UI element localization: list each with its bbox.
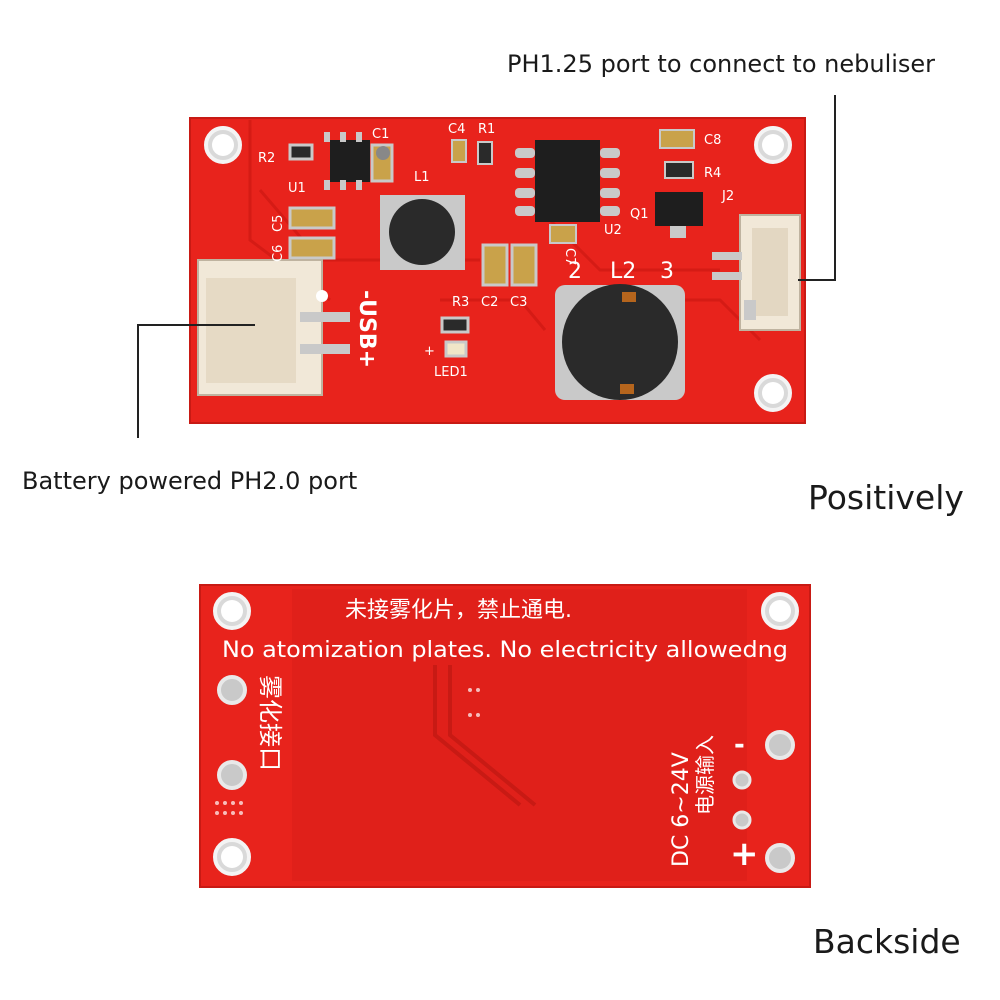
front-pcb-board: R2 C1 C4 R1 C8 U1 L1 R4 J2 Q1 U2 R3 C2 C… xyxy=(189,117,806,424)
label-r3: R3 xyxy=(452,295,469,310)
nebuliser-callout-line xyxy=(798,95,836,281)
back-plus-mark: + xyxy=(730,834,759,874)
label-c4: C4 xyxy=(448,122,465,137)
label-q1: Q1 xyxy=(630,207,649,222)
ph20-battery-connector xyxy=(197,259,350,396)
label-mark2: 2 xyxy=(568,259,582,284)
label-c8: C8 xyxy=(704,133,721,148)
front-view-label: Positively xyxy=(808,478,964,517)
label-c5: C5 xyxy=(271,215,286,232)
back-chinese-warning: 未接雾化片，禁止通电. xyxy=(345,598,572,623)
back-power-voltage: DC 6~24V xyxy=(669,752,694,867)
label-j2: J2 xyxy=(721,189,734,204)
back-english-warning: No atomization plates. No electricity al… xyxy=(222,638,788,663)
back-atomizer-interface: 雾化接口 xyxy=(256,675,284,771)
label-r1: R1 xyxy=(478,122,495,137)
power-input-pads xyxy=(732,730,795,873)
label-usb: -USB+ xyxy=(354,290,379,368)
back-minus-mark: - xyxy=(734,730,745,760)
u2-chip xyxy=(515,140,620,222)
back-view-label: Backside xyxy=(813,922,961,961)
label-c7: C7 xyxy=(562,248,577,265)
l1-inductor xyxy=(380,195,465,270)
front-mounting-holes xyxy=(204,126,792,412)
label-u2: U2 xyxy=(604,223,622,238)
label-c6: C6 xyxy=(271,245,286,262)
callout-lines xyxy=(137,95,836,438)
label-l1: L1 xyxy=(414,170,430,185)
label-r2: R2 xyxy=(258,151,275,166)
label-c1: C1 xyxy=(372,127,389,142)
label-led1: LED1 xyxy=(434,365,468,380)
atomizer-pads xyxy=(217,675,247,790)
u1-chip xyxy=(324,132,370,190)
label-r4: R4 xyxy=(704,166,721,181)
back-power-input: 电源输入 xyxy=(693,735,717,815)
label-plus: + xyxy=(424,344,435,359)
back-pcb-board: 未接雾化片，禁止通电. No atomization plates. No el… xyxy=(199,584,811,888)
back-mounting-holes xyxy=(213,592,799,876)
label-mark3: 3 xyxy=(660,259,674,284)
battery-callout-line xyxy=(137,324,255,438)
label-u1: U1 xyxy=(288,181,306,196)
label-c3: C3 xyxy=(510,295,527,310)
l2-inductor xyxy=(555,284,685,400)
battery-port-annotation: Battery powered PH2.0 port xyxy=(22,467,358,495)
label-l2: L2 xyxy=(610,259,636,284)
nebuliser-port-annotation: PH1.25 port to connect to nebuliser xyxy=(507,50,936,78)
label-c2: C2 xyxy=(481,295,498,310)
j2-ph125-connector xyxy=(712,214,801,331)
